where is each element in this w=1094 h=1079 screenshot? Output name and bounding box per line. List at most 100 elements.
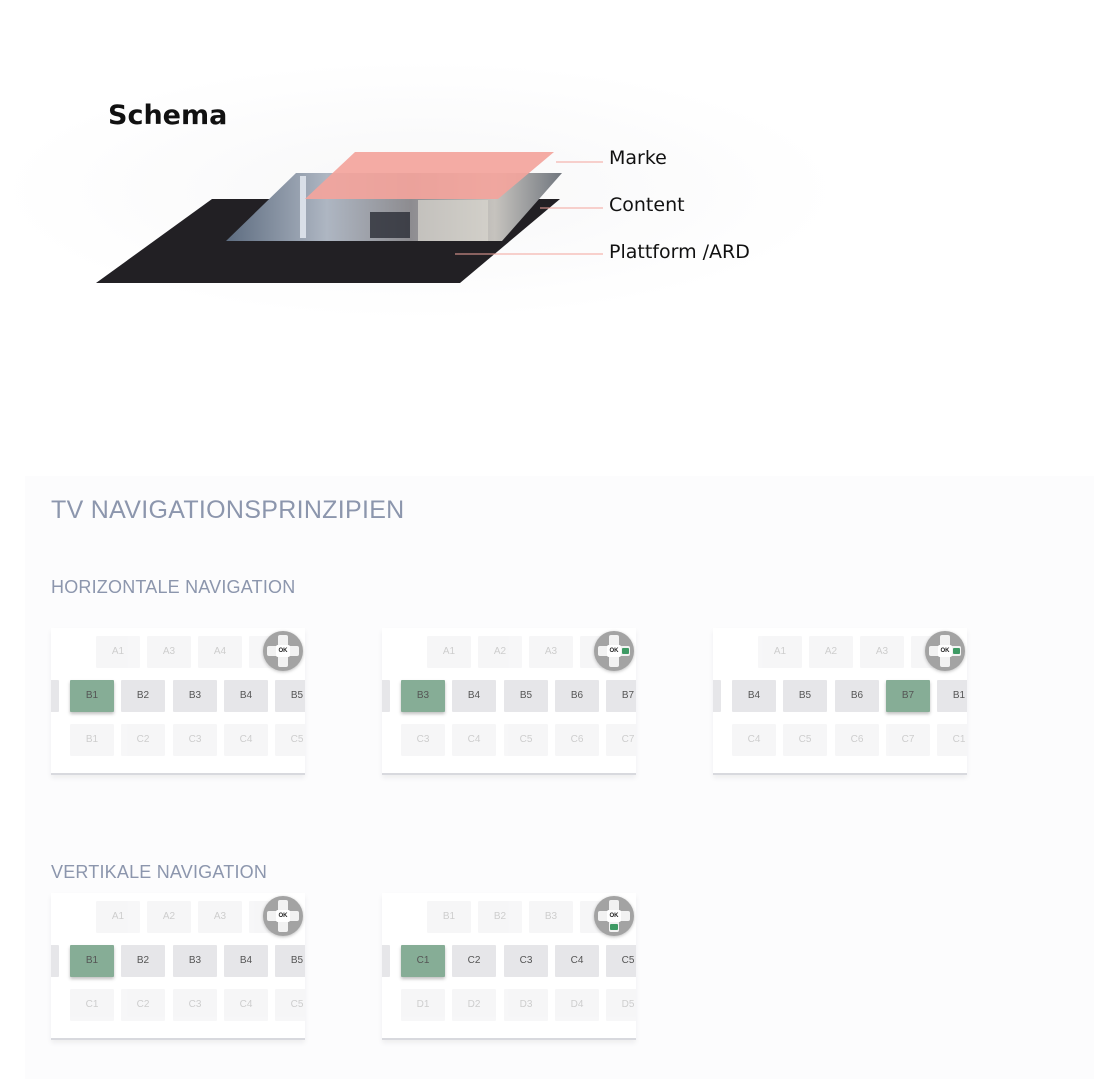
tile[interactable]: C5: [275, 724, 305, 756]
tile[interactable]: B4: [224, 680, 268, 712]
remote-ok-label: OK: [607, 910, 621, 922]
tile[interactable]: A3: [529, 636, 573, 668]
tile[interactable]: B4: [732, 680, 776, 712]
tile[interactable]: C7: [606, 724, 636, 756]
tile[interactable]: A4: [198, 636, 242, 668]
tile[interactable]: C3: [173, 989, 217, 1021]
tile[interactable]: C5: [275, 989, 305, 1021]
layer-stack-graphic: [96, 152, 603, 283]
remote-ok-label: OK: [607, 645, 621, 657]
tile[interactable]: C4: [555, 945, 599, 977]
tile[interactable]: B5: [275, 680, 305, 712]
horizontal-navigation-title: HORIZONTALE NAVIGATION: [51, 577, 296, 597]
tile[interactable]: A1: [758, 636, 802, 668]
tile[interactable]: C1: [937, 724, 967, 756]
tile[interactable]: C6: [835, 724, 879, 756]
tile[interactable]: B6: [835, 680, 879, 712]
schema-title: Schema: [108, 100, 228, 131]
tile[interactable]: C3: [504, 945, 548, 977]
tile[interactable]: C7: [886, 724, 930, 756]
tile[interactable]: D1: [401, 989, 445, 1021]
tile[interactable]: D5: [606, 989, 636, 1021]
tile[interactable]: C1: [70, 989, 114, 1021]
tile[interactable]: B4: [224, 945, 268, 977]
tile[interactable]: C3: [401, 724, 445, 756]
horizontal-panel-3: B4B5B6B7B1C4C5C6C7C1A1A2A3A4OK: [713, 628, 967, 775]
tile[interactable]: C2: [121, 989, 165, 1021]
tile[interactable]: B2: [478, 901, 522, 933]
tile[interactable]: C4: [452, 724, 496, 756]
tile[interactable]: B2: [121, 945, 165, 977]
vertical-panel-1: B1B2B3B4B5C1C2C3C4C5A1A2A3A4OK: [51, 893, 305, 1040]
tile[interactable]: C6: [555, 724, 599, 756]
vertical-panel-2: C1C2C3C4C5D1D2D3D4D5B1B2B3B4OK: [382, 893, 636, 1040]
tile[interactable]: C2: [452, 945, 496, 977]
tile[interactable]: A1: [96, 636, 140, 668]
tile[interactable]: A2: [809, 636, 853, 668]
tile-edge: [382, 945, 390, 977]
tile-selected[interactable]: B1: [70, 945, 114, 977]
tile-selected[interactable]: B1: [70, 680, 114, 712]
tile-selected[interactable]: B7: [886, 680, 930, 712]
tile[interactable]: D3: [504, 989, 548, 1021]
tile[interactable]: C4: [732, 724, 776, 756]
tile[interactable]: C3: [173, 724, 217, 756]
tile[interactable]: B3: [529, 901, 573, 933]
tile[interactable]: A1: [427, 636, 471, 668]
tile-selected[interactable]: C1: [401, 945, 445, 977]
tile-edge: [51, 945, 59, 977]
tile[interactable]: B2: [121, 680, 165, 712]
tile-selected[interactable]: B3: [401, 680, 445, 712]
tile[interactable]: B5: [504, 680, 548, 712]
content-label: Content: [609, 194, 685, 216]
schema-diagram: Schema Marke Content Plattform /ARD: [0, 0, 1094, 380]
marke-layer: [305, 152, 554, 199]
tile[interactable]: C5: [783, 724, 827, 756]
tile[interactable]: B1: [937, 680, 967, 712]
tile[interactable]: A3: [147, 636, 191, 668]
tile[interactable]: B1: [427, 901, 471, 933]
tile[interactable]: B4: [452, 680, 496, 712]
tile[interactable]: A3: [198, 901, 242, 933]
tile[interactable]: B3: [173, 680, 217, 712]
tile[interactable]: A2: [478, 636, 522, 668]
tv-navigation-principles: TV NAVIGATIONSPRINZIPIEN HORIZONTALE NAV…: [25, 476, 1094, 1079]
tile[interactable]: B1: [70, 724, 114, 756]
remote-ok-label: OK: [276, 910, 290, 922]
platform-label: Plattform /ARD: [609, 241, 750, 263]
tile[interactable]: D4: [555, 989, 599, 1021]
tile[interactable]: C4: [224, 724, 268, 756]
remote-ok-label: OK: [938, 645, 952, 657]
horizontal-panel-2: B3B4B5B6B7C3C4C5C6C7A1A2A3A4OK: [382, 628, 636, 775]
tile[interactable]: A3: [860, 636, 904, 668]
remote-control-icon: OK: [263, 631, 303, 671]
tile-edge: [713, 680, 721, 712]
tile[interactable]: B3: [173, 945, 217, 977]
vertical-navigation-title: VERTIKALE NAVIGATION: [51, 862, 268, 882]
tile-edge: [51, 680, 59, 712]
remote-control-icon: OK: [925, 631, 965, 671]
tile[interactable]: B6: [555, 680, 599, 712]
remote-ok-label: OK: [276, 645, 290, 657]
tile[interactable]: C5: [504, 724, 548, 756]
tile[interactable]: B5: [783, 680, 827, 712]
tile[interactable]: B7: [606, 680, 636, 712]
remote-control-icon: OK: [594, 631, 634, 671]
tile[interactable]: C4: [224, 989, 268, 1021]
remote-control-icon: OK: [263, 896, 303, 936]
tile[interactable]: C5: [606, 945, 636, 977]
tile[interactable]: A1: [96, 901, 140, 933]
tile[interactable]: D2: [452, 989, 496, 1021]
tile[interactable]: A2: [147, 901, 191, 933]
tile[interactable]: C2: [121, 724, 165, 756]
marke-label: Marke: [609, 147, 667, 169]
tile[interactable]: B5: [275, 945, 305, 977]
